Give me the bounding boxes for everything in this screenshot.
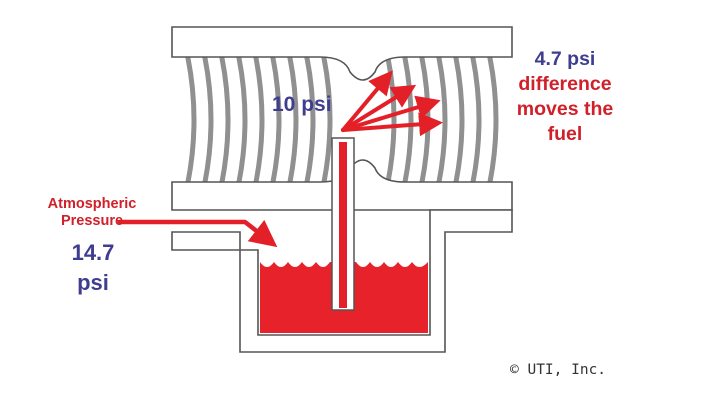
airflow-arc bbox=[415, 57, 431, 182]
venturi-upper-wall bbox=[171, 26, 513, 81]
airflow-arc bbox=[232, 57, 248, 182]
fuel-bowl-outer-wall bbox=[171, 209, 513, 353]
atmospheric-pressure-value: 14.7 psi bbox=[38, 238, 148, 298]
atmospheric-pressure-label: Atmospheric Pressure bbox=[22, 196, 162, 230]
pressure-difference-label: 4.7 psi difference moves the fuel bbox=[490, 47, 640, 147]
airflow-arc bbox=[215, 57, 231, 182]
difference-line2: difference bbox=[518, 73, 612, 95]
fuel-column bbox=[339, 142, 347, 308]
airflow-arc bbox=[300, 57, 316, 182]
difference-line4: fuel bbox=[547, 123, 583, 145]
airflow-arc bbox=[181, 57, 197, 182]
airflow-arc bbox=[317, 57, 333, 182]
airflow-arc bbox=[432, 57, 448, 182]
spray-arrow-3 bbox=[341, 95, 441, 132]
airflow-arc bbox=[198, 57, 214, 182]
spray-arrow-1 bbox=[341, 70, 393, 132]
atmospheric-value-line1: 14.7 bbox=[71, 240, 115, 265]
venturi-pressure-label: 10 psi bbox=[272, 93, 332, 116]
airflow-arc bbox=[398, 57, 414, 182]
airflow-arc bbox=[381, 57, 397, 182]
airflow-arc bbox=[466, 57, 482, 182]
copyright-text: © UTI, Inc. bbox=[510, 362, 607, 378]
atmospheric-label-line1: Atmospheric bbox=[47, 196, 137, 212]
spray-arrow-2 bbox=[341, 84, 417, 132]
difference-line3: moves the bbox=[516, 98, 614, 120]
atmospheric-label-line2: Pressure bbox=[60, 213, 124, 229]
airflow-arc bbox=[449, 57, 465, 182]
airflow-arc bbox=[283, 57, 299, 182]
airflow-arc bbox=[266, 57, 282, 182]
spray-arrow-4 bbox=[341, 112, 443, 137]
atmospheric-value-line2: psi bbox=[77, 270, 109, 295]
atmospheric-pressure-arrow bbox=[117, 219, 278, 248]
difference-line1: 4.7 psi bbox=[534, 48, 596, 70]
airflow-arc bbox=[249, 57, 265, 182]
